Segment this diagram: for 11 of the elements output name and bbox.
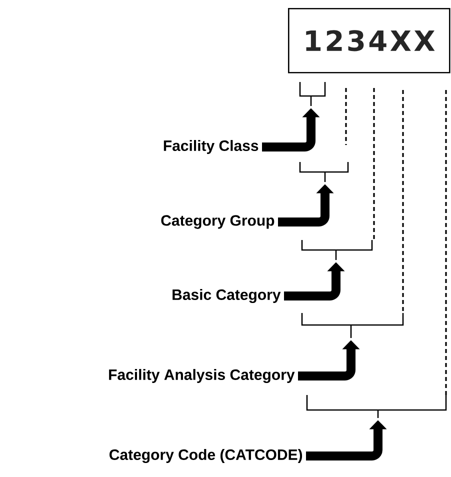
category-label: Category Group: [161, 215, 274, 229]
category-label: Category Code (CATCODE): [110, 448, 302, 464]
code-box: 1234XX: [288, 8, 450, 74]
category-label: Basic Category: [172, 288, 281, 304]
bracket: [301, 312, 404, 339]
bracket: [299, 81, 326, 107]
bracket: [301, 239, 373, 261]
category-label: Facility Class: [164, 140, 258, 154]
category-label: Facility Analysis Category: [109, 368, 295, 384]
bracket: [299, 161, 349, 183]
bracket: [306, 394, 447, 419]
